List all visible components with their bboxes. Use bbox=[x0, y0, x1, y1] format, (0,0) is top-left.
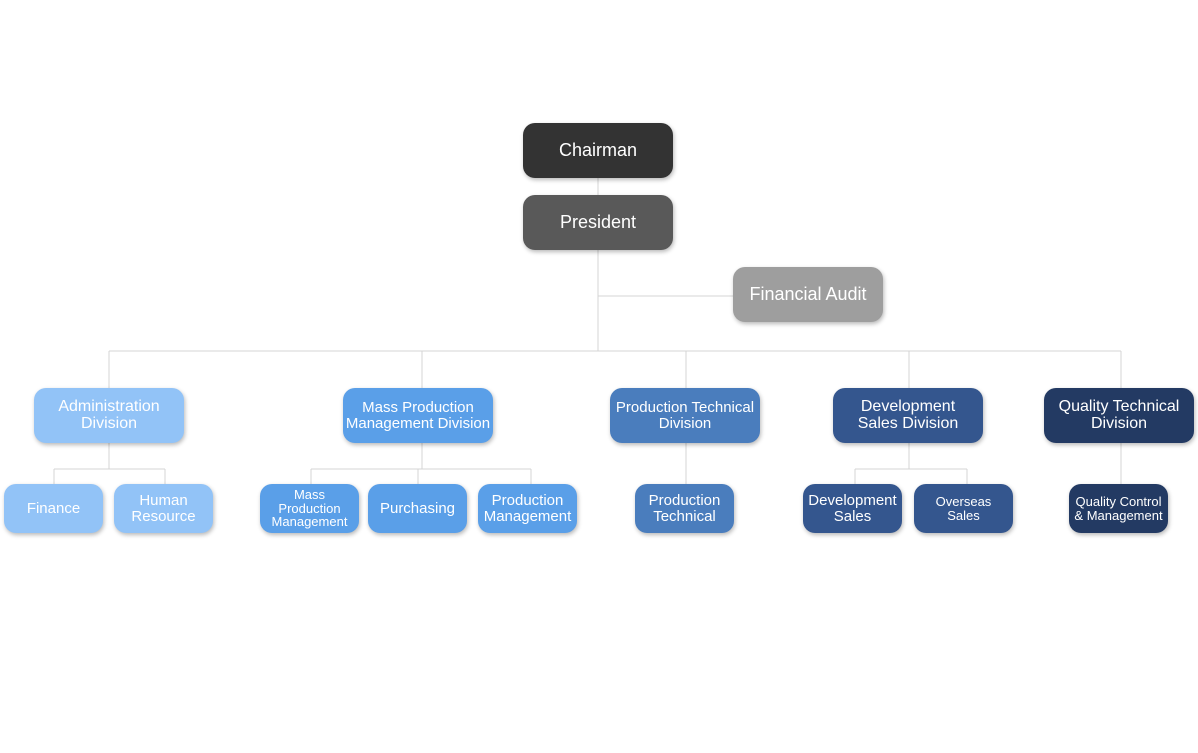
production-technical-division-label: Production Technical Division bbox=[615, 398, 755, 432]
chairman-box: Chairman bbox=[523, 123, 673, 178]
development-sales-box: Development Sales bbox=[803, 484, 902, 533]
quality-control-label: Quality Control & Management bbox=[1074, 493, 1163, 523]
human-resource-label: Human Resource bbox=[131, 491, 196, 525]
development-sales-division-box: Development Sales Division bbox=[833, 388, 983, 443]
development-sales-division-label: Development Sales Division bbox=[857, 397, 959, 432]
production-management-label: Production Management bbox=[483, 491, 572, 525]
mass-production-management-box: Mass Production Management bbox=[260, 484, 359, 533]
mass-production-division-label: Mass Production Management Division bbox=[345, 398, 491, 432]
administration-division-label: Administration Division bbox=[58, 397, 160, 432]
quality-technical-division-label: Quality Technical Division bbox=[1058, 397, 1180, 432]
president-box: President bbox=[523, 195, 673, 250]
president-label: President bbox=[559, 212, 637, 233]
finance-box: Finance bbox=[4, 484, 103, 533]
mass-production-management-label: Mass Production Management bbox=[271, 487, 348, 530]
financial-audit-label: Financial Audit bbox=[749, 284, 867, 305]
overseas-sales-label: Overseas Sales bbox=[935, 493, 992, 523]
human-resource-box: Human Resource bbox=[114, 484, 213, 533]
production-management-box: Production Management bbox=[478, 484, 577, 533]
finance-label: Finance bbox=[26, 499, 81, 517]
mass-production-division-box: Mass Production Management Division bbox=[343, 388, 493, 443]
purchasing-label: Purchasing bbox=[379, 499, 456, 517]
development-sales-label: Development Sales bbox=[808, 491, 897, 525]
administration-division-box: Administration Division bbox=[34, 388, 184, 443]
overseas-sales-box: Overseas Sales bbox=[914, 484, 1013, 533]
production-technical-division-box: Production Technical Division bbox=[610, 388, 760, 443]
quality-technical-division-box: Quality Technical Division bbox=[1044, 388, 1194, 443]
quality-control-box: Quality Control & Management bbox=[1069, 484, 1168, 533]
purchasing-box: Purchasing bbox=[368, 484, 467, 533]
production-technical-box: Production Technical bbox=[635, 484, 734, 533]
chairman-label: Chairman bbox=[558, 140, 638, 161]
production-technical-label: Production Technical bbox=[648, 491, 721, 525]
financial-audit-box: Financial Audit bbox=[733, 267, 883, 322]
